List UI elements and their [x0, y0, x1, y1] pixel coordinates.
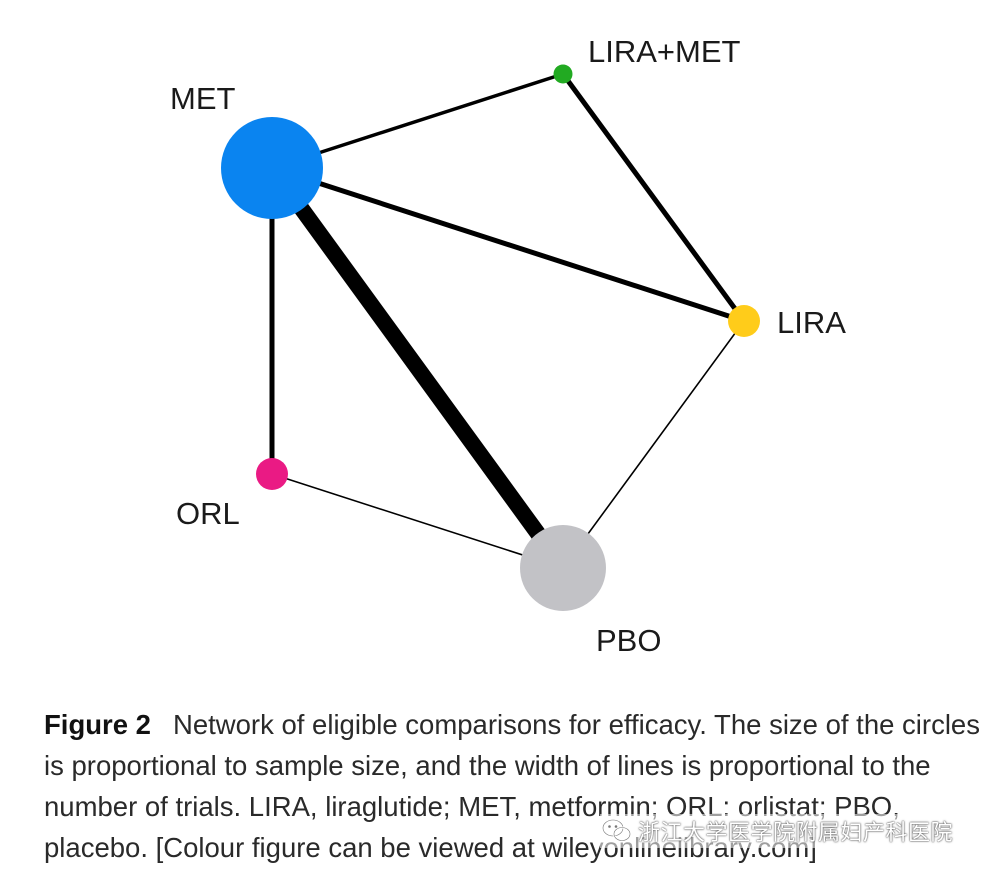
edge-orl-pbo	[271, 473, 564, 569]
network-diagram: MET LIRA+MET LIRA ORL PBO	[170, 34, 846, 658]
edge-met-pbo	[265, 163, 570, 573]
wechat-icon	[602, 819, 631, 842]
node-lira	[728, 305, 760, 337]
figure-number: Figure 2	[44, 709, 151, 740]
label-pbo: PBO	[596, 623, 661, 658]
edge-lira-pbo	[562, 320, 745, 569]
watermark-text: 浙江大学医学院附属妇产科医院	[638, 821, 954, 846]
node-pbo	[520, 525, 606, 611]
edge-met-lira	[271, 165, 745, 324]
edge-liramet-lira	[560, 72, 747, 323]
label-lira: LIRA	[777, 305, 846, 340]
node-met	[221, 117, 323, 219]
node-orl	[256, 458, 288, 490]
source-watermark: 浙江大学医学院附属妇产科医院	[600, 814, 960, 848]
label-orl: ORL	[176, 496, 240, 531]
label-met: MET	[170, 81, 236, 116]
label-liramet: LIRA+MET	[588, 34, 741, 69]
node-liramet	[553, 64, 573, 84]
